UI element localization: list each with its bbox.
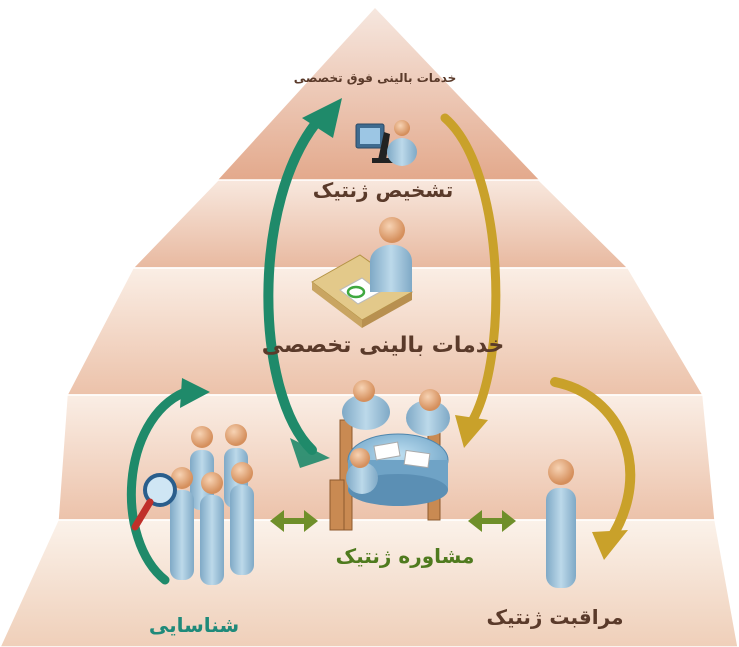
clinician-head [379, 217, 405, 243]
label-diagnosis: تشخیص ژنتیک [313, 178, 454, 202]
label-care: مراقبت ژنتیک [487, 605, 624, 629]
double-arrow-right [468, 510, 516, 532]
label-top: خدمات بالینی فوق تخصصی [294, 71, 457, 86]
arrow-counseling-to-diagnosis [263, 113, 325, 455]
counseling-figure [329, 380, 450, 531]
label-identification: شناسایی [149, 613, 239, 637]
arrow-identification [126, 387, 190, 585]
magnifier-icon [131, 473, 177, 531]
label-clinical: خدمات بالینی تخصصی [262, 333, 505, 358]
care-person [546, 459, 576, 588]
check-ring-icon [346, 285, 366, 299]
tier-base [0, 519, 739, 647]
arrow-diagnosis-to-counseling [440, 113, 501, 430]
clinical-figure [311, 217, 413, 328]
arrowhead-counseling-tail [290, 438, 330, 468]
doctor-head [394, 120, 410, 136]
arrowhead-counseling [455, 415, 488, 448]
identification-crowd [131, 424, 254, 585]
arrowhead-identification-top [180, 378, 210, 408]
arrow-care [550, 377, 636, 545]
double-arrow-left [270, 510, 318, 532]
arrowhead-care [592, 530, 628, 560]
microscope-icon [378, 132, 390, 160]
arrowhead-diagnosis [302, 98, 342, 138]
label-counseling: مشاوره ژنتیک [336, 544, 475, 568]
diagnosis-figure [355, 120, 417, 166]
tier-top [218, 8, 539, 180]
cycle-arrows [126, 98, 636, 585]
